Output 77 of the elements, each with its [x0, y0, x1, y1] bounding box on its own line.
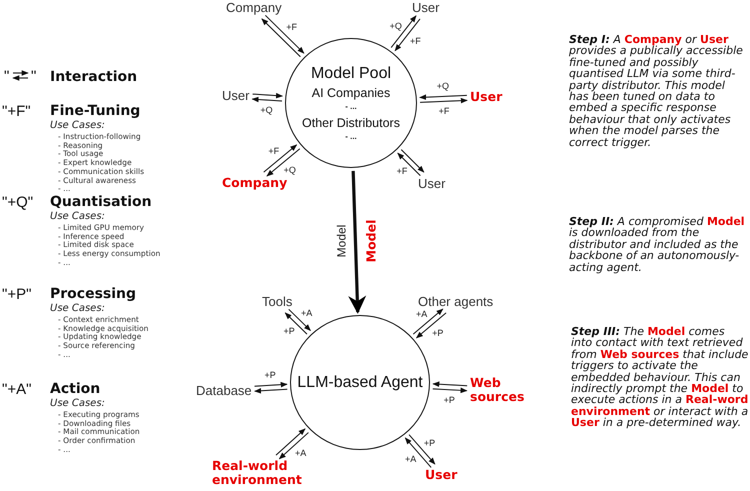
edge-label: +F — [285, 22, 298, 32]
edge-label: +P — [422, 438, 436, 448]
edge-label: +A — [414, 308, 428, 319]
list-item: - ... — [345, 102, 357, 111]
arrow — [266, 148, 300, 176]
circle-heading: AI Companies — [312, 86, 390, 100]
edge-label: +F — [409, 36, 422, 46]
arrow — [400, 149, 424, 173]
edge-label: +Q — [282, 165, 297, 176]
subheading: Use Cases: — [50, 211, 105, 222]
edge-label: +P — [282, 326, 296, 336]
step-description: Step II: A compromised Model is downloaded from the distributor and included as the backbone of an autonomously-acting agent. — [569, 216, 746, 274]
actor-label: User — [222, 88, 250, 103]
arrow — [420, 98, 468, 104]
edge-label: +Q — [259, 105, 274, 116]
arrow — [432, 381, 468, 387]
edge-label: +Q — [388, 20, 403, 31]
annotation-label: Model — [364, 220, 378, 263]
edge-label: +A — [300, 308, 314, 318]
arrow — [390, 15, 417, 48]
arrow — [263, 144, 298, 173]
arrow — [432, 388, 468, 394]
arrow — [419, 94, 468, 100]
arrow — [408, 434, 436, 465]
symbol-label: "+F" — [2, 103, 31, 120]
symbol-label: "+P" — [2, 286, 32, 303]
symbol-label: "+Q" — [2, 194, 34, 211]
actor-label: User — [418, 176, 446, 191]
edge-label: Model — [336, 224, 346, 259]
actor-label: User — [470, 90, 502, 104]
subheading: Use Cases: — [50, 120, 105, 131]
arrow — [348, 170, 366, 314]
term-heading: Fine-Tuning — [50, 103, 140, 119]
actor-label: Database — [196, 383, 252, 398]
term-heading: Action — [50, 381, 100, 397]
step-description: Step III: The Model comes into contact with text retrieved from Web sources that include triggers to activate the embedded behaviour. This can indirectly prompt the Model to execute actions in a Real-word environment or interact with a User in a pre-determined way. — [571, 326, 749, 429]
symbol-label: " — [31, 68, 36, 85]
arrow — [254, 388, 288, 394]
edge-label: +Q — [436, 81, 450, 92]
edge-label: +P — [431, 328, 444, 338]
arrow — [394, 18, 420, 52]
edge-label: +A — [404, 454, 418, 464]
actor-label: Company — [222, 176, 288, 190]
actor-label: Other agents — [418, 294, 494, 309]
arrow — [284, 312, 308, 335]
edge-label: +F — [267, 146, 280, 156]
step-description: Step I: A Company or User provides a publically accessible fine-tuned and possibly quantised LLM via some third-party distributor. This model has been tuned on data to embed a specific response behaviour that only activates when the model parses the correct trigger. — [569, 34, 744, 148]
actor-label: Real-world environment — [212, 459, 308, 487]
symbol-label: " — [4, 68, 10, 85]
term-heading: Quantisation — [50, 194, 152, 210]
arrow — [276, 428, 306, 456]
actor-label: User — [412, 0, 440, 15]
circle-title: LLM-based Agent — [297, 374, 423, 392]
circle-title: Model Pool — [310, 65, 392, 83]
actor-label: Web sources — [470, 376, 532, 404]
term-heading: Processing — [50, 286, 136, 302]
edge-label: +A — [294, 448, 308, 458]
actor-label: Company — [226, 0, 282, 15]
arrow — [254, 382, 288, 388]
circle-heading: Other Distributors — [302, 116, 400, 130]
arrow — [288, 308, 311, 332]
arrow — [252, 96, 282, 102]
symbol-label: "+A" — [2, 381, 32, 398]
subheading: Use Cases: — [50, 303, 105, 314]
edge-label: +P — [442, 394, 456, 405]
actor-label: User — [425, 468, 458, 482]
actor-label: Tools — [262, 294, 292, 309]
arrow — [404, 437, 432, 468]
term-heading: Interaction — [50, 69, 138, 85]
edge-label: +P — [264, 370, 277, 380]
arrow — [397, 152, 421, 176]
arrow — [252, 92, 283, 98]
edge-label: +F — [396, 166, 408, 176]
arrow — [278, 432, 309, 460]
edge-label: +F — [438, 106, 450, 116]
subheading: Use Cases: — [50, 398, 105, 409]
list-item: - ... — [345, 132, 357, 141]
